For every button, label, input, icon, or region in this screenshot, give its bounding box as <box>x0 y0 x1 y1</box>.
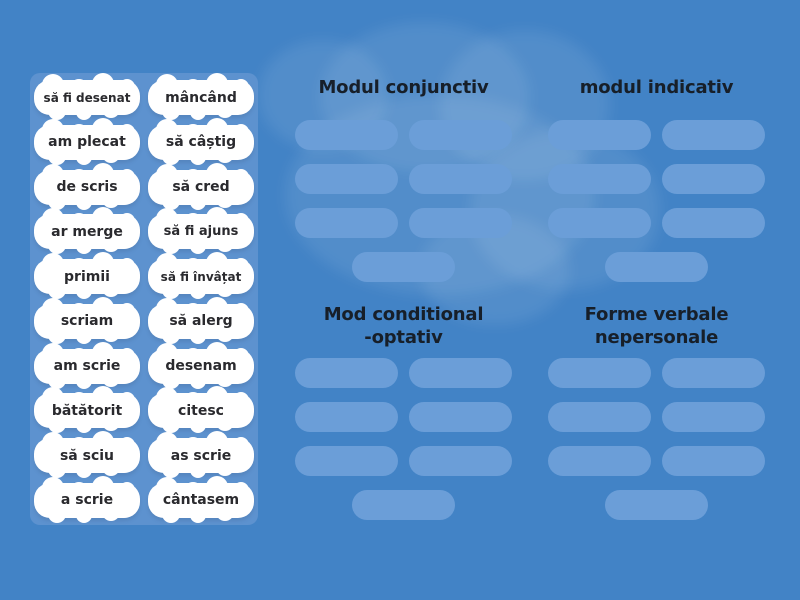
word-tile[interactable]: să cred <box>148 163 254 210</box>
word-tile-label: ar merge <box>51 223 123 240</box>
word-tile[interactable]: să fi ajuns <box>148 208 254 255</box>
word-bank-column-1: să fi desenat am plecat de scris ar merg… <box>30 73 144 525</box>
word-tile[interactable]: să alerg <box>148 297 254 344</box>
answer-slot[interactable] <box>662 120 765 150</box>
word-bank-column-2: mâncând să câștig să cred să fi ajuns să… <box>144 73 258 525</box>
answer-slot[interactable] <box>548 208 651 238</box>
answer-slot[interactable] <box>352 490 455 520</box>
word-tile[interactable]: primii <box>34 253 140 300</box>
word-tile-label: să fi învâțat <box>160 269 242 284</box>
word-tile-label: să fi desenat <box>43 90 131 105</box>
group-conditional-optativ: Mod conditional-optativ <box>295 303 512 520</box>
word-tile-label: să cred <box>172 179 230 196</box>
answer-slot[interactable] <box>548 120 651 150</box>
group-modul-conjunctiv: Modul conjunctiv <box>295 76 512 282</box>
group-title: Modul conjunctiv <box>295 76 512 99</box>
answer-slot[interactable] <box>295 358 398 388</box>
word-tile[interactable]: bătătorit <box>34 387 140 434</box>
group-title-line: Forme verbale <box>584 304 729 325</box>
group-title-line: Modul conjunctiv <box>318 77 489 98</box>
answer-slot[interactable] <box>409 120 512 150</box>
word-tile-label: să fi ajuns <box>163 224 239 240</box>
group-title: modul indicativ <box>548 76 765 99</box>
answer-slot[interactable] <box>548 446 651 476</box>
word-tile[interactable]: am plecat <box>34 118 140 165</box>
group-modul-indicativ: modul indicativ <box>548 76 765 282</box>
word-tile[interactable]: a scrie <box>34 476 140 523</box>
answer-slot[interactable] <box>662 208 765 238</box>
word-tile[interactable]: cântasem <box>148 476 254 523</box>
answer-slot[interactable] <box>409 358 512 388</box>
answer-slot[interactable] <box>605 252 708 282</box>
word-tile[interactable]: as scrie <box>148 432 254 479</box>
answer-slot[interactable] <box>295 208 398 238</box>
background-cloud <box>440 30 610 180</box>
word-tile-label: desenam <box>165 358 237 375</box>
word-tile[interactable]: ar merge <box>34 208 140 255</box>
word-tile[interactable]: să câștig <box>148 118 254 165</box>
answer-slot[interactable] <box>409 164 512 194</box>
word-tile[interactable]: să fi desenat <box>34 74 140 120</box>
answer-slot[interactable] <box>662 358 765 388</box>
word-tile-label: citesc <box>178 402 224 419</box>
answer-slot[interactable] <box>662 402 765 432</box>
group-slots <box>295 120 512 296</box>
answer-slot[interactable] <box>352 252 455 282</box>
word-tile-label: să alerg <box>169 313 233 330</box>
word-tile-label: am scrie <box>53 358 121 375</box>
word-tile[interactable]: desenam <box>148 342 254 389</box>
answer-slot[interactable] <box>409 446 512 476</box>
word-tile-label: să sciu <box>59 447 115 464</box>
word-tile[interactable]: am scrie <box>34 342 140 389</box>
answer-slot[interactable] <box>295 446 398 476</box>
word-tile[interactable]: să fi învâțat <box>148 253 254 300</box>
word-tile-label: a scrie <box>60 492 114 509</box>
word-tile-label: am plecat <box>48 134 126 151</box>
word-tile-label: primii <box>64 268 110 285</box>
answer-slot[interactable] <box>548 402 651 432</box>
answer-slot[interactable] <box>662 446 765 476</box>
word-tile[interactable]: scriam <box>34 297 140 344</box>
answer-slot[interactable] <box>662 164 765 194</box>
answer-slot[interactable] <box>548 164 651 194</box>
word-bank-panel: să fi desenat am plecat de scris ar merg… <box>30 73 258 525</box>
group-title-line: Mod conditional <box>323 304 484 325</box>
word-tile-label: cântasem <box>162 492 240 509</box>
group-slots <box>295 358 512 534</box>
word-tile[interactable]: să sciu <box>34 432 140 479</box>
answer-slot[interactable] <box>605 490 708 520</box>
group-title-line: -optativ <box>364 327 443 348</box>
word-tile[interactable]: de scris <box>34 163 140 210</box>
word-tile[interactable]: citesc <box>148 387 254 434</box>
word-tile-label: bătătorit <box>51 402 123 419</box>
group-slots <box>548 358 765 534</box>
group-title: Mod conditional-optativ <box>295 303 512 349</box>
word-tile-label: as scrie <box>170 447 232 464</box>
answer-slot[interactable] <box>295 164 398 194</box>
word-tile-label: mâncând <box>165 89 237 106</box>
word-tile-label: de scris <box>56 179 118 196</box>
answer-slot[interactable] <box>295 120 398 150</box>
group-slots <box>548 120 765 296</box>
answer-slot[interactable] <box>409 402 512 432</box>
word-tile[interactable]: mâncând <box>148 74 254 120</box>
group-title-line: nepersonale <box>594 327 719 348</box>
word-tile-label: să câștig <box>165 134 237 151</box>
group-title-line: modul indicativ <box>579 77 734 98</box>
answer-slot[interactable] <box>548 358 651 388</box>
answer-slot[interactable] <box>295 402 398 432</box>
word-tile-label: scriam <box>60 313 114 330</box>
answer-slot[interactable] <box>409 208 512 238</box>
